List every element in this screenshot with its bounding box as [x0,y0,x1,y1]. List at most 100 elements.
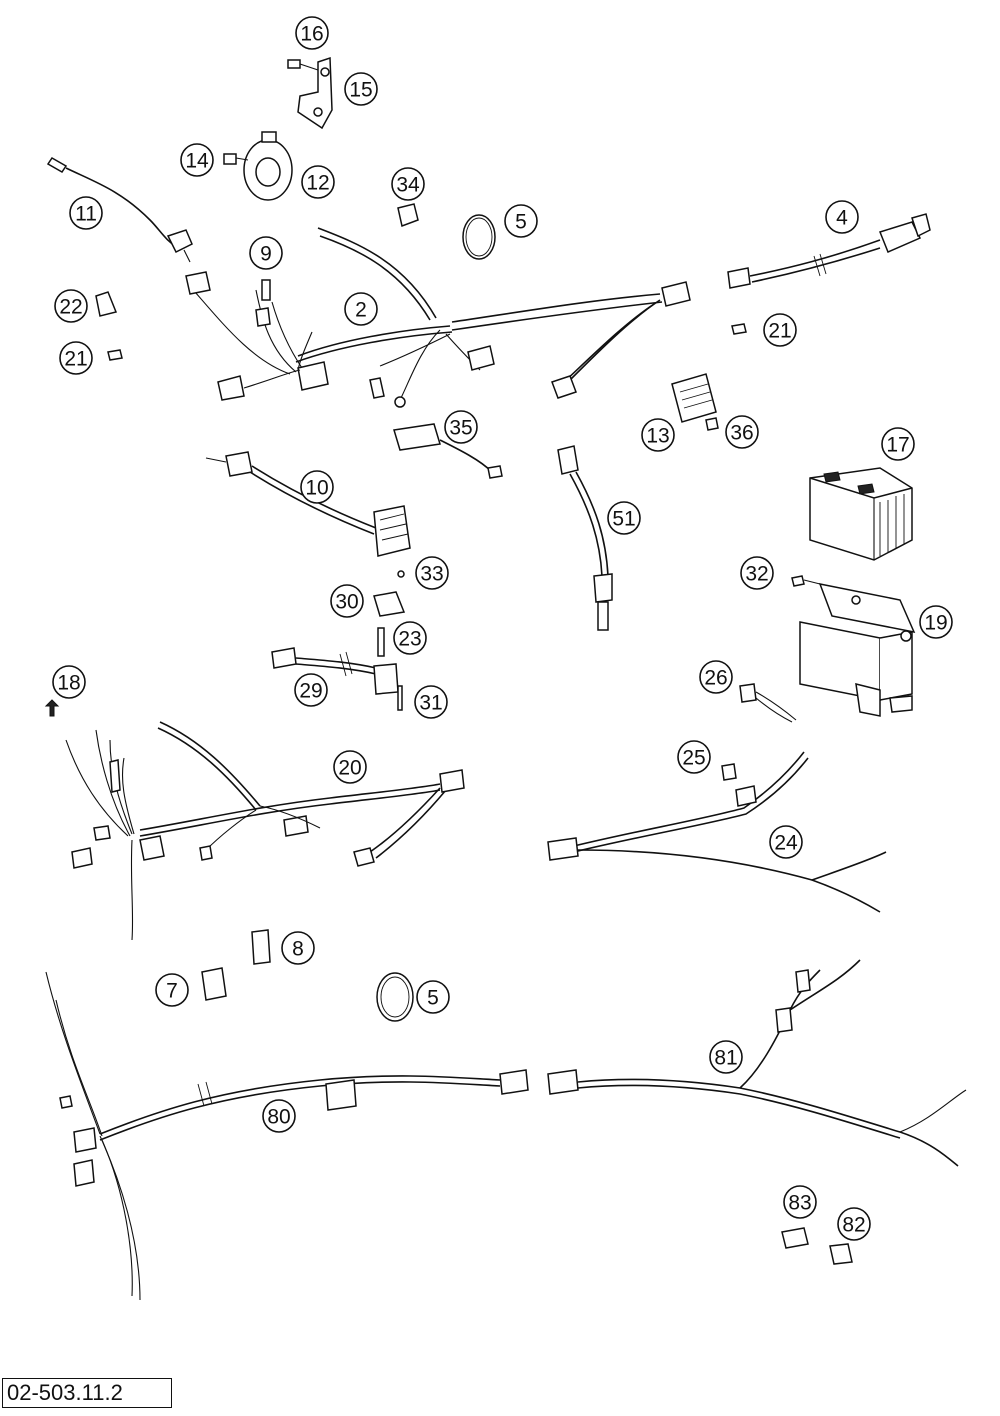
callout-35: 35 [444,410,478,444]
callout-5: 5 [416,980,450,1014]
harness-lower-left-part [45,971,529,1301]
callout-8: 8 [281,931,315,965]
callout-15: 15 [344,72,378,106]
small-caps-parts [781,1227,853,1265]
callout-label: 30 [335,591,358,614]
callout-label: 19 [924,612,947,635]
callout-circle [393,621,427,655]
clip-parts [95,291,747,361]
callout-label: 20 [338,757,361,780]
callout-circle [825,200,859,234]
harness-middle-part [65,721,465,941]
callout-circle [333,750,367,784]
callout-label: 24 [774,832,798,855]
callout-circle [607,501,641,535]
callout-circle [699,660,733,694]
callout-label: 18 [57,672,80,695]
callout-circle [769,825,803,859]
callout-circle [249,236,283,270]
callout-23: 23 [393,621,427,655]
callout-label: 14 [185,150,209,173]
callout-circle [414,685,448,719]
callout-label: 34 [396,174,420,197]
callout-label: 12 [306,172,329,195]
callout-label: 10 [305,477,328,500]
callout-label: 8 [292,938,304,961]
callout-circle [69,196,103,230]
callout-7: 7 [155,973,189,1007]
sensor-small-parts [271,570,406,711]
callout-label: 82 [842,1214,865,1237]
callout-21: 21 [763,313,797,347]
regulator-part [671,373,719,431]
callout-circle [52,665,86,699]
callout-13: 13 [641,418,675,452]
callout-label: 25 [682,747,705,770]
callout-31: 31 [414,685,448,719]
callout-label: 81 [714,1047,737,1070]
callout-label: 5 [515,211,527,234]
callout-circle [709,1040,743,1074]
callout-19: 19 [919,605,953,639]
callout-30: 30 [330,584,364,618]
fuse-holder-part [739,683,797,723]
callout-circle [301,165,335,199]
callout-label: 21 [64,348,87,371]
sensor-cable-part [46,157,193,263]
callout-18: 18 [52,665,86,699]
callout-33: 33 [415,556,449,590]
callout-label: 51 [612,508,635,531]
callout-circle [344,72,378,106]
callout-label: 21 [768,320,791,343]
harness-right-part [547,751,887,913]
callout-5: 5 [504,204,538,238]
drawing-number-label: 02-503.11.2 [2,1378,172,1408]
callout-83: 83 [783,1185,817,1219]
callout-label: 36 [730,422,753,445]
callout-32: 32 [740,556,774,590]
callout-circle [837,1207,871,1241]
callout-label: 16 [300,23,323,46]
callout-label: 15 [349,79,372,102]
callout-2: 2 [344,292,378,326]
callout-circle [344,292,378,326]
callout-circle [294,673,328,707]
callout-label: 11 [75,203,97,226]
horn-part [223,131,293,201]
grommet-part [397,203,419,228]
callout-circle [330,584,364,618]
callout-label: 23 [398,628,421,651]
callout-label: 35 [449,417,472,440]
cable-tie-part [462,214,496,260]
callout-circle [725,415,759,449]
callout-circle [763,313,797,347]
callout-label: 83 [788,1192,811,1215]
callout-24: 24 [769,825,803,859]
callout-label: 26 [704,667,727,690]
callout-circle [391,167,425,201]
extension-cable-part [727,213,931,289]
callout-label: 5 [427,987,439,1010]
switch-cable-part [205,451,411,557]
capacitor-part [393,423,503,479]
callout-circle [54,289,88,323]
callout-9: 9 [249,236,283,270]
callout-80: 80 [262,1099,296,1133]
callout-circle [180,143,214,177]
callout-circle [59,341,93,375]
callout-label: 13 [646,425,669,448]
callout-circle [295,16,329,50]
callout-label: 2 [355,299,367,322]
callout-circle [740,556,774,590]
callout-25: 25 [677,740,711,774]
callout-26: 26 [699,660,733,694]
bracket-part [287,56,333,130]
relay-parts [201,929,414,1022]
callout-14: 14 [180,143,214,177]
callout-circle [262,1099,296,1133]
battery-box-part [791,575,916,717]
callout-circle [416,980,450,1014]
